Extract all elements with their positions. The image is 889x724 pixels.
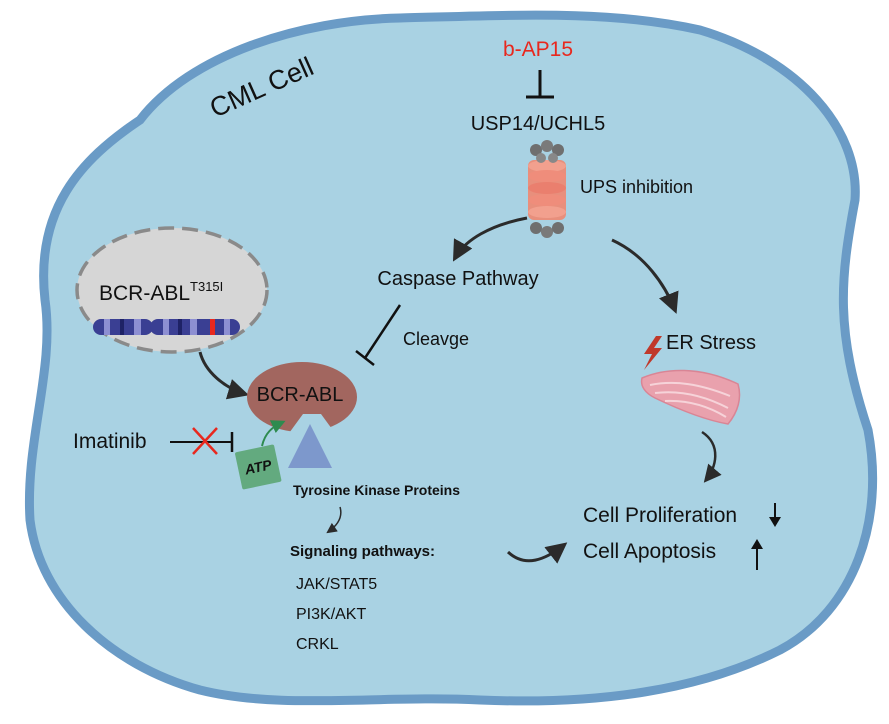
arrow-up-icon <box>751 539 763 570</box>
atp-label: ATP <box>242 456 273 478</box>
blocked-x-icon <box>192 427 218 455</box>
chromosome-icon <box>93 319 240 335</box>
proteasome-icon <box>528 140 566 238</box>
outcome-apoptosis: Cell Apoptosis <box>583 540 716 563</box>
lightning-icon <box>644 336 662 370</box>
arrow-er-to-outcomes <box>701 430 722 483</box>
endoplasmic-reticulum-icon <box>640 369 741 425</box>
nucleus-gene-label: BCR-ABLT315I <box>99 279 223 305</box>
bcr-abl-kinase <box>247 362 357 432</box>
kinase-label: BCR-ABL <box>257 384 344 406</box>
arrow-to-caspase <box>452 216 528 262</box>
arrow-to-er-stress <box>611 238 679 314</box>
drug-label: Imatinib <box>73 430 147 453</box>
inhibitor-label: b-AP15 <box>503 38 573 61</box>
inhibition-symbol-cleavage <box>355 304 402 366</box>
er-stress-label: ER Stress <box>666 332 756 354</box>
cell-membrane <box>24 10 878 706</box>
caspase-label: Caspase Pathway <box>377 268 538 290</box>
imatinib-inhibition-line <box>170 432 234 452</box>
arrow-signaling-to-outcomes <box>506 542 568 564</box>
ups-label: UPS inhibition <box>580 177 693 197</box>
target-label: USP14/UCHL5 <box>471 113 606 135</box>
arrow-down-icon <box>769 503 781 527</box>
arrow-tkp-to-signaling <box>326 506 342 534</box>
signaling-item-crkl: CRKL <box>296 636 339 653</box>
substrate-triangle <box>288 424 332 468</box>
signaling-title: Signaling pathways: <box>290 543 435 560</box>
arrow-nucleus-to-kinase <box>198 351 250 400</box>
inhibition-symbol-b-ap15 <box>526 70 554 99</box>
signaling-item-pi3k-akt: PI3K/AKT <box>296 606 366 623</box>
arrow-atp-to-kinase <box>261 420 286 447</box>
atp-molecule <box>235 444 282 490</box>
signaling-item-jak-stat5: JAK/STAT5 <box>296 576 377 593</box>
outcome-proliferation: Cell Proliferation <box>583 504 737 527</box>
cleavage-label: Cleavge <box>403 329 469 349</box>
tkp-label: Tyrosine Kinase Proteins <box>293 482 460 498</box>
